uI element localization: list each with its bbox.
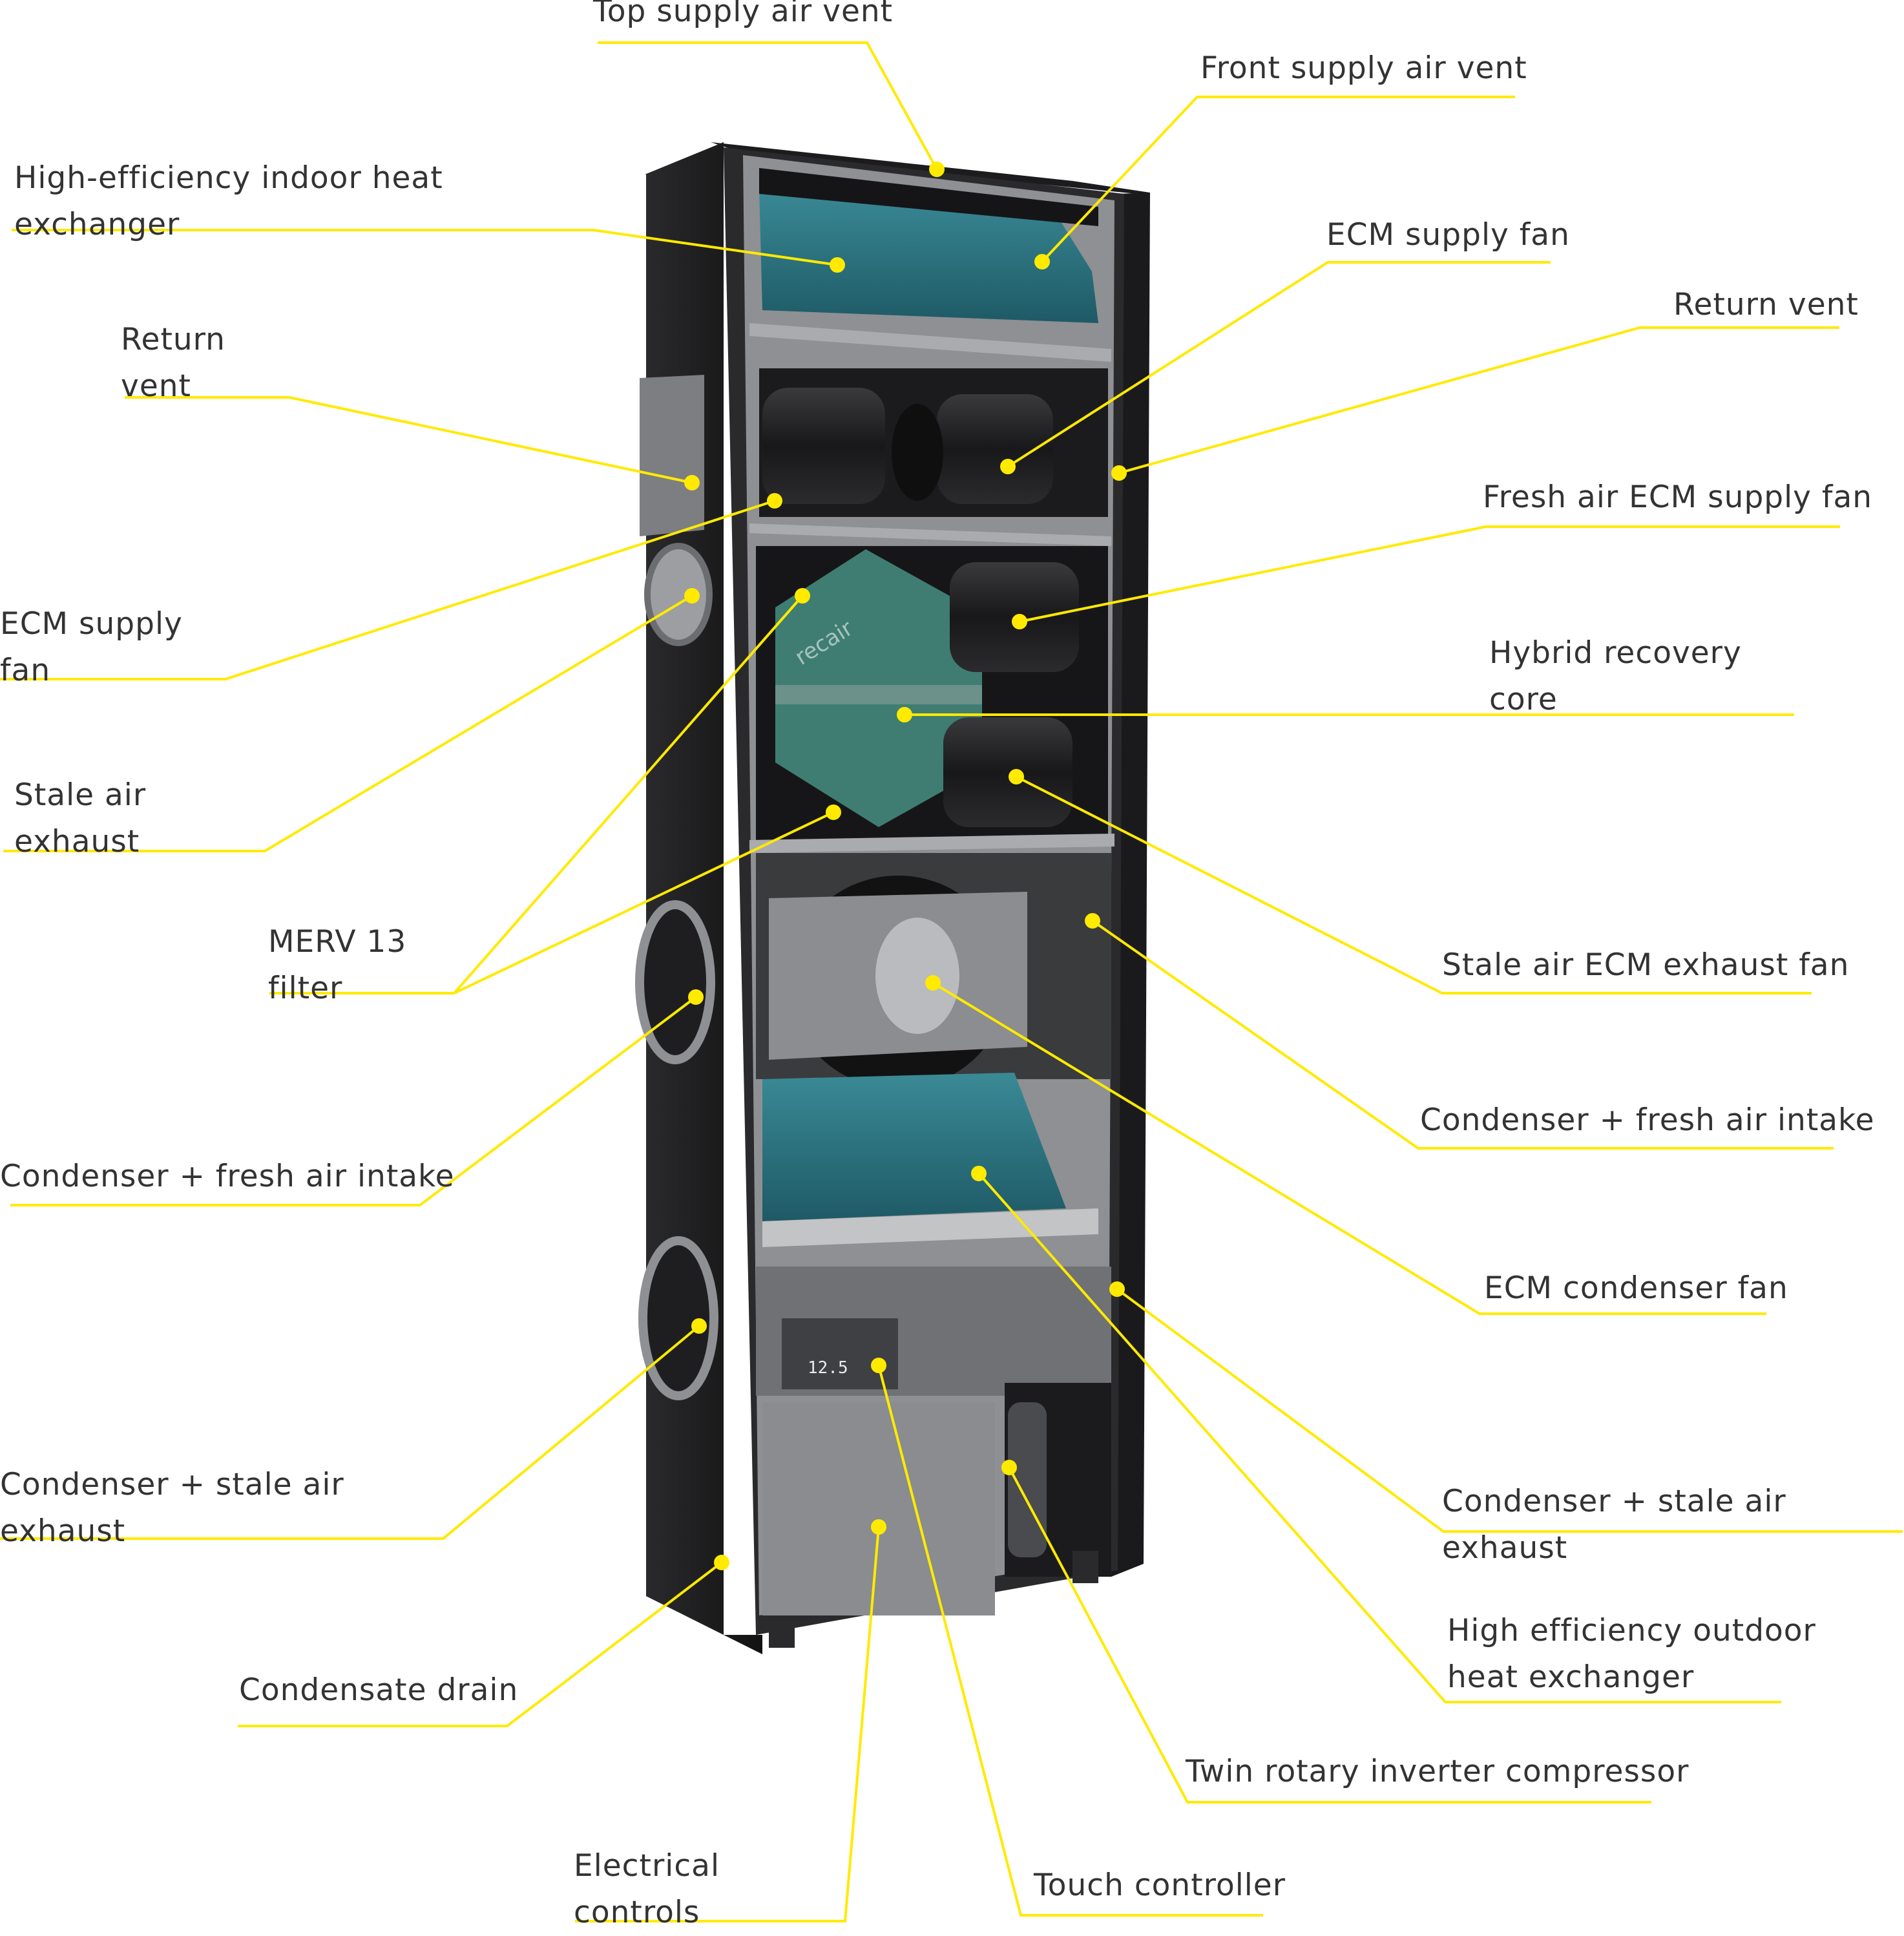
leader-line-top-supply-air-vent bbox=[598, 41, 938, 170]
callout-dot-fresh-air-ecm-supply-fan bbox=[1012, 614, 1027, 629]
callout-label-ecm-supply-fan-left: ECM supply fan bbox=[0, 606, 183, 688]
supply-fan-blower bbox=[762, 388, 885, 504]
callout-label-top-supply-air-vent: Top supply air vent bbox=[593, 0, 894, 29]
callout-dot-stale-air-exhaust bbox=[684, 588, 700, 604]
cabinet: recair 12.5 bbox=[635, 142, 1150, 1654]
condenser-intake-collar bbox=[635, 900, 715, 1064]
callout-dot-high-efficiency-indoor-heat-exchanger bbox=[830, 257, 845, 273]
callout-dot-electrical-controls bbox=[871, 1519, 886, 1535]
callout-label-condenser-stale-air-exhaust-right: Condenser + stale air exhaust bbox=[1442, 1484, 1786, 1566]
outdoor-heat-exchanger bbox=[762, 1073, 1066, 1221]
callout-dot-merv-13-filter bbox=[795, 588, 810, 604]
stale-air-exhaust-collar bbox=[644, 543, 713, 646]
callout-label-touch-controller: Touch controller bbox=[1034, 1868, 1286, 1903]
leader-line-fresh-air-ecm-supply-fan bbox=[1019, 525, 1840, 623]
leader-line-ecm-supply-fan-left bbox=[0, 500, 775, 680]
leader-line-condenser-stale-air-exhaust-right bbox=[1116, 1288, 1903, 1533]
callout-label-twin-rotary-inverter-compressor: Twin rotary inverter compressor bbox=[1186, 1754, 1690, 1789]
callout-dot-stale-air-ecm-exhaust-fan bbox=[1009, 769, 1024, 784]
exhaust-fan bbox=[943, 717, 1072, 827]
callout-label-fresh-air-ecm-supply-fan: Fresh air ECM supply fan bbox=[1483, 479, 1873, 515]
callout-dot-ecm-supply-fan-right bbox=[1000, 459, 1016, 474]
condenser-fan-motor bbox=[875, 918, 959, 1034]
compressor bbox=[1008, 1402, 1047, 1557]
callout-dot-condenser-stale-air-exhaust-left bbox=[691, 1318, 707, 1334]
return-vent-box bbox=[640, 375, 704, 536]
callout-label-condenser-fresh-air-intake-left: Condenser + fresh air intake bbox=[0, 1159, 455, 1194]
condenser-exhaust-collar bbox=[638, 1236, 718, 1400]
callout-label-front-supply-air-vent: Front supply air vent bbox=[1200, 50, 1527, 86]
callout-dot-twin-rotary-inverter-compressor bbox=[1001, 1460, 1017, 1475]
top-vent-opening bbox=[759, 168, 1098, 226]
callout-label-return-vent-right: Return vent bbox=[1673, 287, 1859, 322]
callout-dot-high-efficiency-outdoor-heat-exchanger bbox=[971, 1166, 987, 1181]
leader-line-merv-13-filter-2 bbox=[454, 811, 834, 994]
callout-dot-ecm-condenser-fan bbox=[925, 975, 941, 991]
leader-line-twin-rotary-inverter-compressor bbox=[1008, 1467, 1651, 1804]
leader-line-condenser-fresh-air-intake-right bbox=[1091, 920, 1834, 1150]
touch-display bbox=[782, 1318, 898, 1389]
leader-line-condensate-drain bbox=[238, 1561, 723, 1727]
display-readout: 12.5 bbox=[808, 1358, 848, 1378]
callout-label-high-efficiency-indoor-heat-exchanger: High-efficiency indoor heat exchanger bbox=[14, 160, 443, 242]
leader-line-condenser-stale-air-exhaust-left bbox=[0, 1325, 700, 1540]
leader-line-return-vent-left bbox=[125, 396, 693, 484]
callout-label-hybrid-recovery-core: Hybrid recovery core bbox=[1489, 635, 1742, 717]
leader-line-condenser-fresh-air-intake-left bbox=[10, 996, 697, 1206]
callout-dot-return-vent-left bbox=[684, 475, 700, 490]
callout-dot-condenser-fresh-air-intake-left bbox=[688, 989, 704, 1005]
callout-label-return-vent-left: Return vent bbox=[121, 322, 225, 404]
callout-label-ecm-supply-fan-right: ECM supply fan bbox=[1326, 217, 1570, 253]
foot-left bbox=[769, 1615, 795, 1648]
callout-dot-condensate-drain bbox=[714, 1555, 729, 1570]
foot-right bbox=[1072, 1551, 1098, 1583]
callout-label-condenser-fresh-air-intake-right: Condenser + fresh air intake bbox=[1420, 1102, 1875, 1138]
callout-dot-hybrid-recovery-core bbox=[897, 707, 912, 722]
leader-lines bbox=[0, 41, 1903, 1922]
callout-dot-touch-controller bbox=[871, 1358, 886, 1373]
leader-line-high-efficiency-indoor-heat-exchanger bbox=[12, 229, 838, 266]
callout-label-condensate-drain: Condensate drain bbox=[239, 1672, 519, 1708]
callout-label-stale-air-exhaust: Stale air exhaust bbox=[14, 777, 147, 859]
electrical-panel bbox=[762, 1402, 995, 1615]
leader-line-stale-air-exhaust bbox=[3, 594, 693, 852]
leader-line-high-efficiency-outdoor-heat-exchanger bbox=[978, 1172, 1781, 1703]
indoor-heat-exchanger bbox=[759, 187, 1098, 323]
callout-label-ecm-condenser-fan: ECM condenser fan bbox=[1484, 1270, 1788, 1306]
leader-line-front-supply-air-vent bbox=[1041, 96, 1515, 263]
callout-label-merv-13-filter: MERV 13 filter bbox=[268, 924, 407, 1006]
callout-label-high-efficiency-outdoor-heat-exchanger: High efficiency outdoor heat exchanger bbox=[1447, 1613, 1816, 1695]
callout-dot-condenser-fresh-air-intake-right bbox=[1085, 913, 1100, 929]
leader-line-electrical-controls bbox=[575, 1526, 880, 1922]
leader-line-return-vent-right bbox=[1118, 326, 1839, 474]
callout-dot-front-supply-air-vent bbox=[1034, 254, 1050, 269]
leader-line-ecm-supply-fan-right bbox=[1007, 261, 1551, 468]
supply-fan-blower-2 bbox=[937, 394, 1053, 504]
leader-line-ecm-condenser-fan bbox=[932, 982, 1766, 1315]
leader-line-stale-air-ecm-exhaust-fan bbox=[1016, 775, 1812, 994]
callout-dot-merv-13-filter-2 bbox=[826, 805, 841, 820]
callout-label-condenser-stale-air-exhaust-left: Condenser + stale air exhaust bbox=[0, 1467, 344, 1549]
callout-dot-ecm-supply-fan-left bbox=[767, 493, 782, 509]
callout-label-electrical-controls: Electrical controls bbox=[574, 1848, 720, 1930]
callout-label-stale-air-ecm-exhaust-fan: Stale air ECM exhaust fan bbox=[1442, 947, 1850, 983]
callout-dot-top-supply-air-vent bbox=[929, 162, 945, 177]
leader-line-touch-controller bbox=[877, 1365, 1263, 1917]
callout-dot-return-vent-right bbox=[1111, 465, 1127, 481]
callout-dot-condenser-stale-air-exhaust-right bbox=[1109, 1281, 1125, 1297]
